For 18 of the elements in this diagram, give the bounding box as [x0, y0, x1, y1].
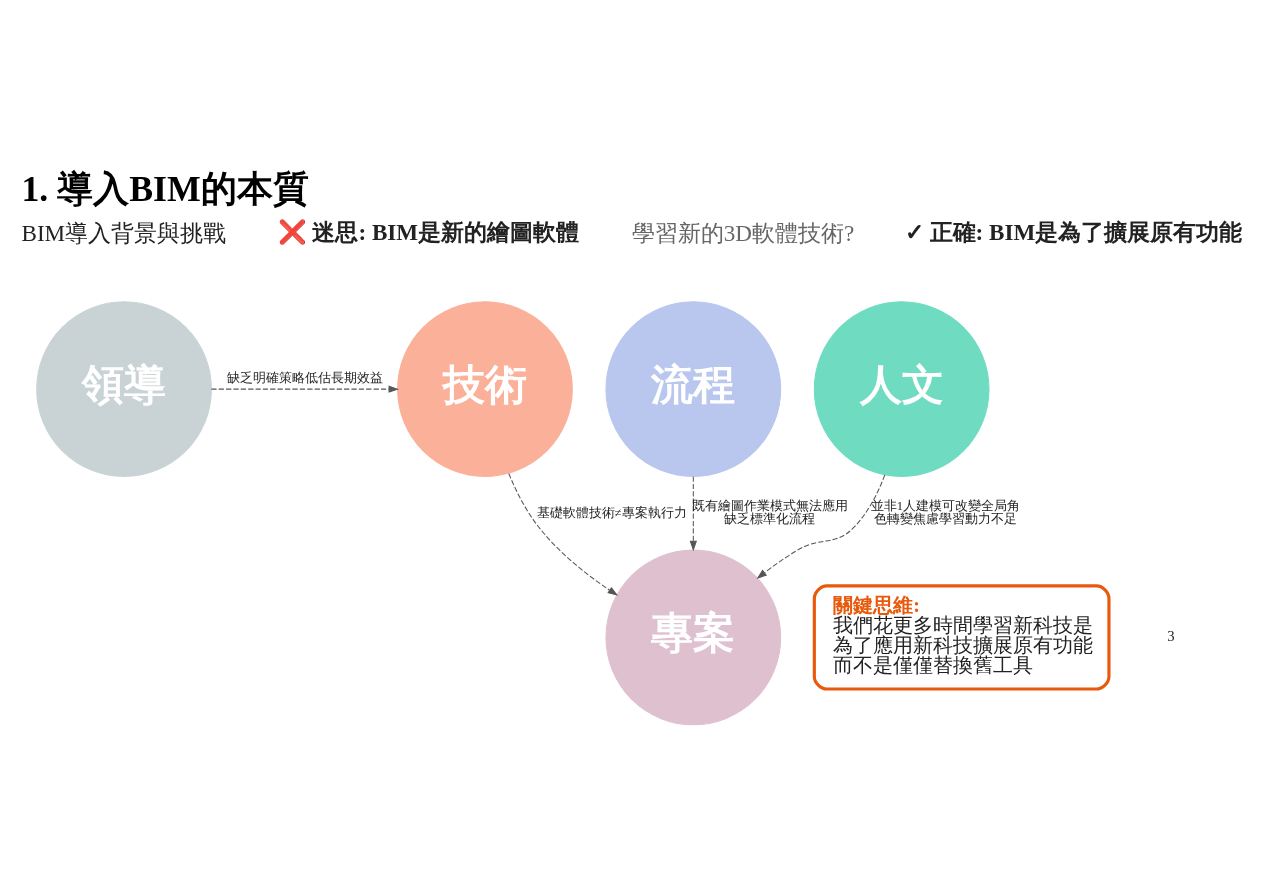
arrow	[756, 473, 886, 579]
edge-label: 並非1人建模可改變全局角色轉變焦慮學習動力不足	[870, 498, 1020, 526]
arrow	[508, 472, 619, 596]
label: 3	[1167, 627, 1175, 644]
arrow	[210, 384, 400, 393]
edge-label: 既有繪圖作業模式無法應用缺乏標準化流程	[691, 498, 848, 526]
label: ✓ 正確: BIM是為了擴展原有功能	[904, 218, 1243, 245]
arrow	[689, 475, 697, 551]
node-circle: 流程	[605, 300, 782, 477]
label: BIM導入背景與挑戰	[21, 219, 227, 246]
diagram-title: 1. 導入BIM的本質	[21, 168, 309, 209]
node-box: 關鍵思維: 我們花更多時間學習新科技是為了應用新科技擴展原有功能而不是僅僅替換舊工具	[812, 583, 1111, 691]
label: 學習新的3D軟體技術?	[631, 219, 855, 246]
edge-label: 缺乏明確策略低估長期效益	[226, 370, 383, 385]
label: ❌ 迷思: BIM是新的繪圖軟體	[277, 218, 580, 245]
node-circle: 技術	[397, 300, 573, 477]
node-circle: 人文	[813, 300, 990, 477]
edge-label: 基礎軟體技術≠專案執行力	[536, 505, 687, 520]
